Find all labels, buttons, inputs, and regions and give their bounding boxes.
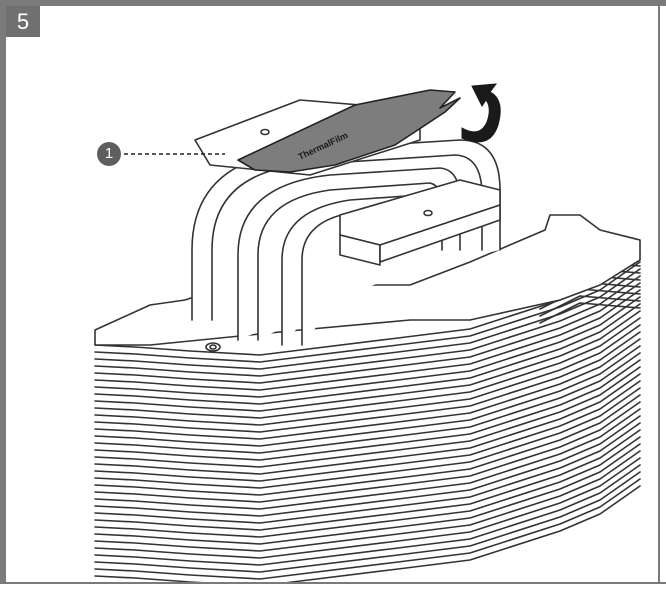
heatsink-fin [94, 317, 641, 419]
step-frame [6, 6, 660, 582]
heatsink-fin [94, 387, 641, 489]
heatsink-fin [94, 352, 641, 454]
heatsink-fin [94, 464, 641, 566]
heatsink-fin [94, 457, 641, 559]
heatsink-fin [94, 282, 641, 384]
callout-marker-1: 1 [97, 142, 121, 166]
curved-up-arrow-icon [461, 83, 501, 143]
heatsink-fin [539, 302, 641, 324]
heatsink-fin [539, 295, 641, 317]
heatsink-fin [94, 338, 641, 440]
heatsink-fin [94, 366, 641, 468]
heatsink-fin [94, 331, 641, 433]
heatsink-fin [94, 485, 641, 587]
heatsink-fin [94, 275, 641, 377]
heatsink-fin [94, 345, 641, 447]
heatsink-fin [94, 303, 641, 405]
frame-left-border [0, 0, 6, 582]
heatsink-fin [94, 324, 641, 426]
heatsink-fin [94, 408, 641, 510]
heatsink-fin [94, 471, 641, 573]
screw [205, 342, 221, 352]
heatsink-fin [94, 289, 641, 391]
frame-bottom-border [0, 582, 666, 592]
heatsink-fin [94, 422, 641, 524]
step-number-badge: 5 [6, 6, 40, 37]
heatsink-fin [94, 429, 641, 531]
frame-top-border [0, 0, 666, 6]
heatsink-fin [94, 359, 641, 461]
heatsink-fin [94, 261, 641, 363]
mounting-bar [339, 179, 501, 266]
heatsink-fin [94, 380, 641, 482]
heatsink-fin [94, 296, 641, 398]
heatsink-fin [94, 436, 641, 538]
heatsink-fin [94, 394, 641, 496]
protective-film [237, 89, 461, 173]
heatsink-fin [94, 310, 641, 412]
heatsink-fin-stack [94, 239, 641, 587]
heatsink-fin [94, 268, 641, 370]
heatsink-fin [94, 443, 641, 545]
heatsink-fin [94, 373, 641, 475]
heatsink-fin [94, 415, 641, 517]
heatsink-fin [94, 401, 641, 503]
heatsink-fin [94, 478, 641, 580]
heatsink-fin [94, 450, 641, 552]
